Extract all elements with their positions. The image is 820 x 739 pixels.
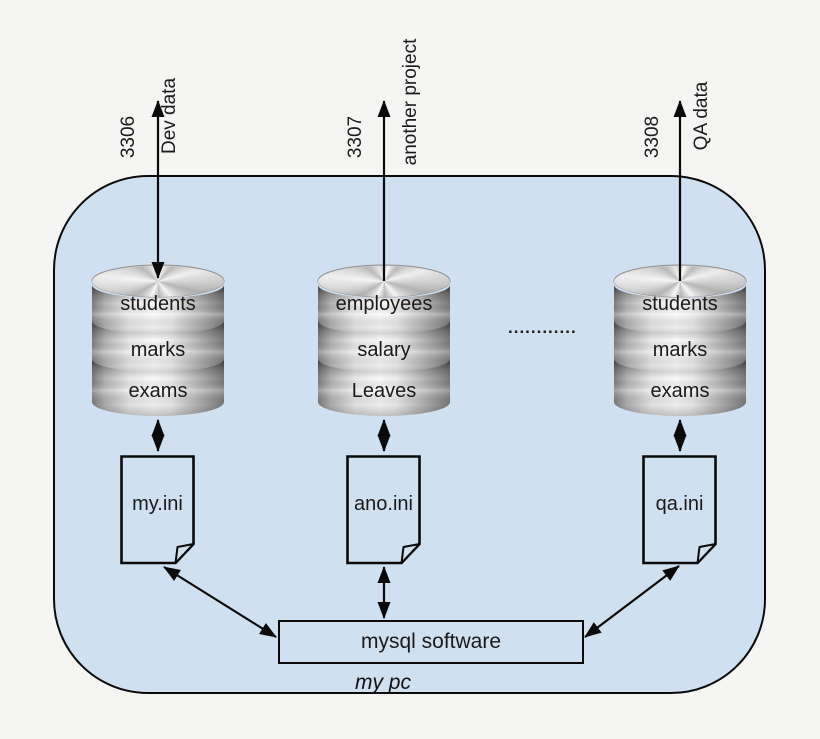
db-table-label: Leaves (351, 380, 417, 402)
ellipsis-dots: ............ (508, 318, 577, 337)
document-shape (346, 455, 421, 565)
my-pc-container (53, 175, 766, 694)
db-table-label: students (642, 293, 718, 315)
database-icon-qa (613, 264, 747, 420)
db-table-label: exams (650, 380, 710, 402)
config-file-label: qa.ini (655, 493, 704, 515)
port-name-label: QA data (691, 81, 712, 151)
db-table-label: marks (130, 339, 186, 361)
db-table-label: exams (128, 380, 188, 402)
document-shape (642, 455, 717, 565)
config-file-icon-qa-ini (642, 455, 717, 565)
port-number-label: 3307 (345, 115, 366, 159)
mysql-software-box: mysql software (278, 620, 584, 664)
database-icon-another (317, 264, 451, 420)
config-file-label: my.ini (132, 493, 183, 515)
db-table-label: marks (652, 339, 708, 361)
port-number-label: 3308 (642, 115, 663, 159)
database-cylinder-graphic (613, 264, 747, 416)
document-shape (120, 455, 195, 565)
port-name-label: Dev data (159, 77, 180, 155)
config-file-label: ano.ini (354, 493, 413, 515)
db-table-label: employees (335, 293, 433, 315)
config-file-icon-my-ini (120, 455, 195, 565)
port-name-label: another project (400, 38, 421, 166)
db-table-label: students (120, 293, 196, 315)
config-file-icon-ano-ini (346, 455, 421, 565)
db-table-label: salary (357, 339, 411, 361)
my-pc-label: my pc (354, 671, 411, 694)
port-number-label: 3306 (118, 115, 139, 159)
